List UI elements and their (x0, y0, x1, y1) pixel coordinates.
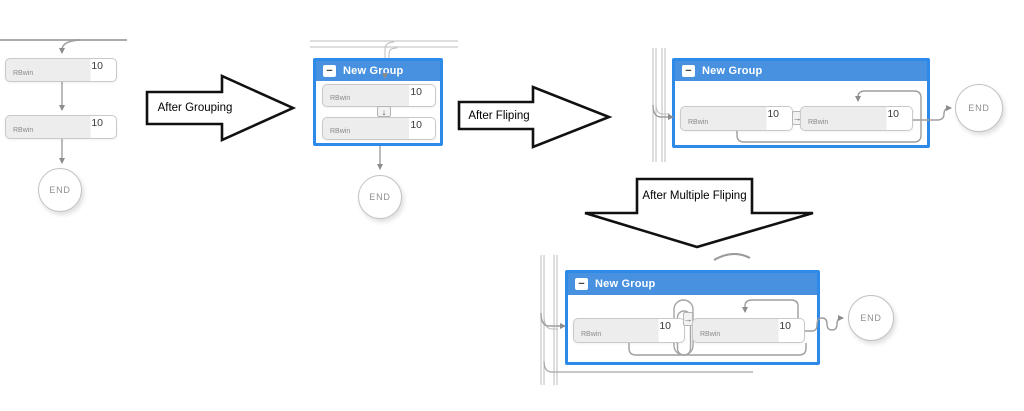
task-node[interactable]: RBwin 10 (322, 84, 436, 107)
task-node[interactable]: RBwin 10 (800, 106, 913, 131)
group-title: New Group (595, 278, 656, 290)
node-label: RBwin (700, 331, 721, 338)
group-header[interactable]: − New Group (316, 61, 440, 81)
node-value: 10 (887, 108, 899, 120)
end-node[interactable]: END (848, 295, 894, 341)
rails-flipped (652, 48, 670, 162)
node-label: RBwin (13, 127, 34, 134)
task-node[interactable]: RBwin 10 (692, 318, 805, 343)
rails-grouped (310, 40, 458, 58)
transition-label-after-grouping: After Grouping (157, 102, 233, 114)
task-node[interactable]: RBwin 10 (680, 106, 793, 131)
node-label: RBwin (581, 331, 602, 338)
transition-label-after-multiple-fliping: After Multiple Fliping (642, 190, 747, 202)
end-node[interactable]: END (38, 168, 82, 212)
collapse-icon[interactable]: − (682, 65, 695, 77)
down-connector-icon[interactable]: ↓ (377, 106, 391, 117)
group-title: New Group (343, 65, 404, 77)
group-box-flipped[interactable]: − New Group (672, 58, 930, 148)
task-node[interactable]: RBwin 10 (322, 117, 436, 140)
group-header[interactable]: − New Group (568, 273, 817, 295)
node-value: 10 (91, 117, 103, 129)
node-value: 10 (779, 320, 791, 332)
node-label: RBwin (330, 95, 351, 102)
collapse-icon[interactable]: − (575, 278, 588, 290)
node-value: 10 (767, 108, 779, 120)
group-title: New Group (702, 65, 763, 77)
node-value: 10 (410, 86, 422, 98)
node-label: RBwin (13, 70, 34, 77)
node-label: RBwin (808, 119, 829, 126)
group-header[interactable]: − New Group (675, 61, 927, 81)
collapse-icon[interactable]: − (323, 65, 336, 77)
end-node[interactable]: END (358, 175, 402, 219)
task-node[interactable]: RBwin 10 (573, 318, 685, 343)
transition-label-after-fliping: After Fliping (468, 110, 530, 122)
node-label: RBwin (330, 128, 351, 135)
end-node[interactable]: END (955, 84, 1003, 132)
node-value: 10 (410, 119, 422, 131)
node-value: 10 (91, 60, 103, 72)
task-node[interactable]: RBwin 10 (5, 58, 117, 82)
occluded-edge-arc (713, 253, 751, 261)
task-node[interactable]: RBwin 10 (5, 115, 117, 139)
node-label: RBwin (688, 119, 709, 126)
node-value: 10 (659, 320, 671, 332)
